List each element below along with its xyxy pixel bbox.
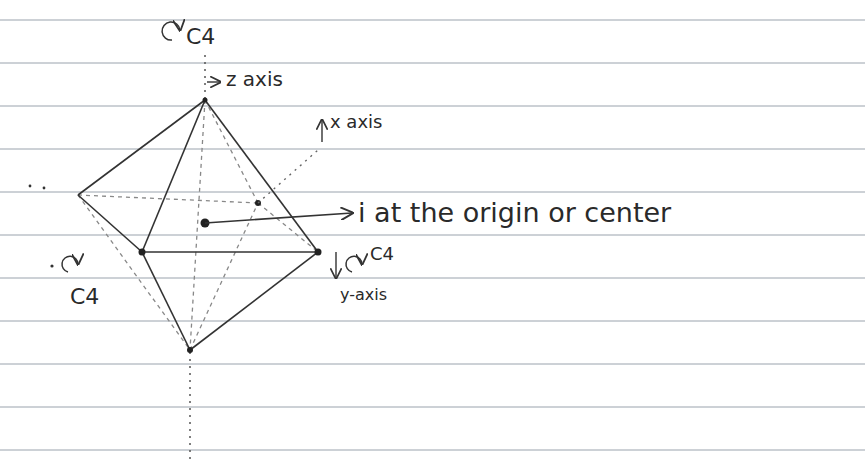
axis-label: x axis bbox=[330, 112, 382, 133]
axis-label: z axis bbox=[226, 68, 283, 91]
symmetry-label: C4 bbox=[70, 284, 99, 309]
note-text: i at the origin or center bbox=[358, 197, 671, 228]
symmetry-label: C4 bbox=[186, 24, 215, 49]
symmetry-label: C4 bbox=[370, 244, 394, 265]
axis-label: y-axis bbox=[340, 286, 387, 304]
